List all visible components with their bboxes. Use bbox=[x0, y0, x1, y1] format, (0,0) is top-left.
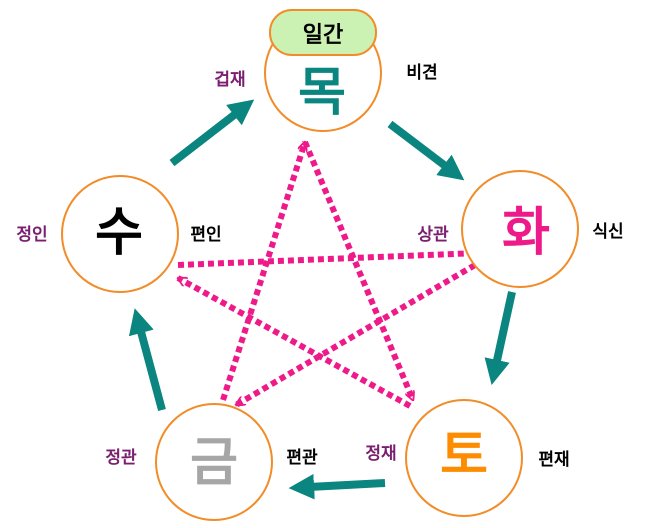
day-master-label: 일간 bbox=[303, 23, 343, 48]
label-sanggwan: 상관 bbox=[417, 225, 449, 245]
arrow-earth-to-metal bbox=[288, 473, 386, 500]
label-pyeongwan: 편관 bbox=[286, 448, 318, 468]
arrow-fire-to-earth bbox=[484, 291, 516, 386]
label-pyeonjae: 편재 bbox=[538, 450, 569, 470]
arrow-metal-to-water bbox=[128, 308, 166, 412]
label-siksin: 식신 bbox=[592, 222, 623, 242]
arrow-metal-to-wood bbox=[220, 142, 305, 401]
label-bigyeon: 비견 bbox=[406, 63, 437, 83]
day-master-badge bbox=[269, 9, 377, 56]
arrow-earth-to-water bbox=[178, 275, 412, 409]
arrow-wood-to-fire bbox=[387, 120, 465, 181]
label-jeongin: 정인 bbox=[16, 225, 47, 245]
arrow-fire-to-metal bbox=[236, 262, 477, 408]
controlling-arrows bbox=[177, 140, 478, 409]
fire-circle bbox=[461, 170, 579, 288]
arrow-water-to-fire bbox=[177, 253, 478, 268]
water-char: 수 bbox=[95, 203, 143, 263]
fire-char: 화 bbox=[502, 203, 550, 263]
arrow-water-to-wood bbox=[169, 99, 255, 167]
label-jeonggwan: 정관 bbox=[105, 448, 137, 468]
label-jeongjae: 정재 bbox=[365, 444, 396, 464]
wood-char: 목 bbox=[298, 63, 346, 123]
label-geopjae: 겁재 bbox=[214, 70, 245, 90]
metal-char: 금 bbox=[190, 433, 238, 493]
earth-char: 토 bbox=[440, 426, 488, 486]
earth-circle bbox=[405, 399, 523, 517]
generating-arrows bbox=[128, 99, 516, 500]
metal-circle bbox=[155, 403, 273, 521]
label-pyeonin: 편인 bbox=[190, 225, 221, 245]
water-circle bbox=[61, 175, 179, 293]
arrow-wood-to-earth bbox=[302, 140, 416, 400]
